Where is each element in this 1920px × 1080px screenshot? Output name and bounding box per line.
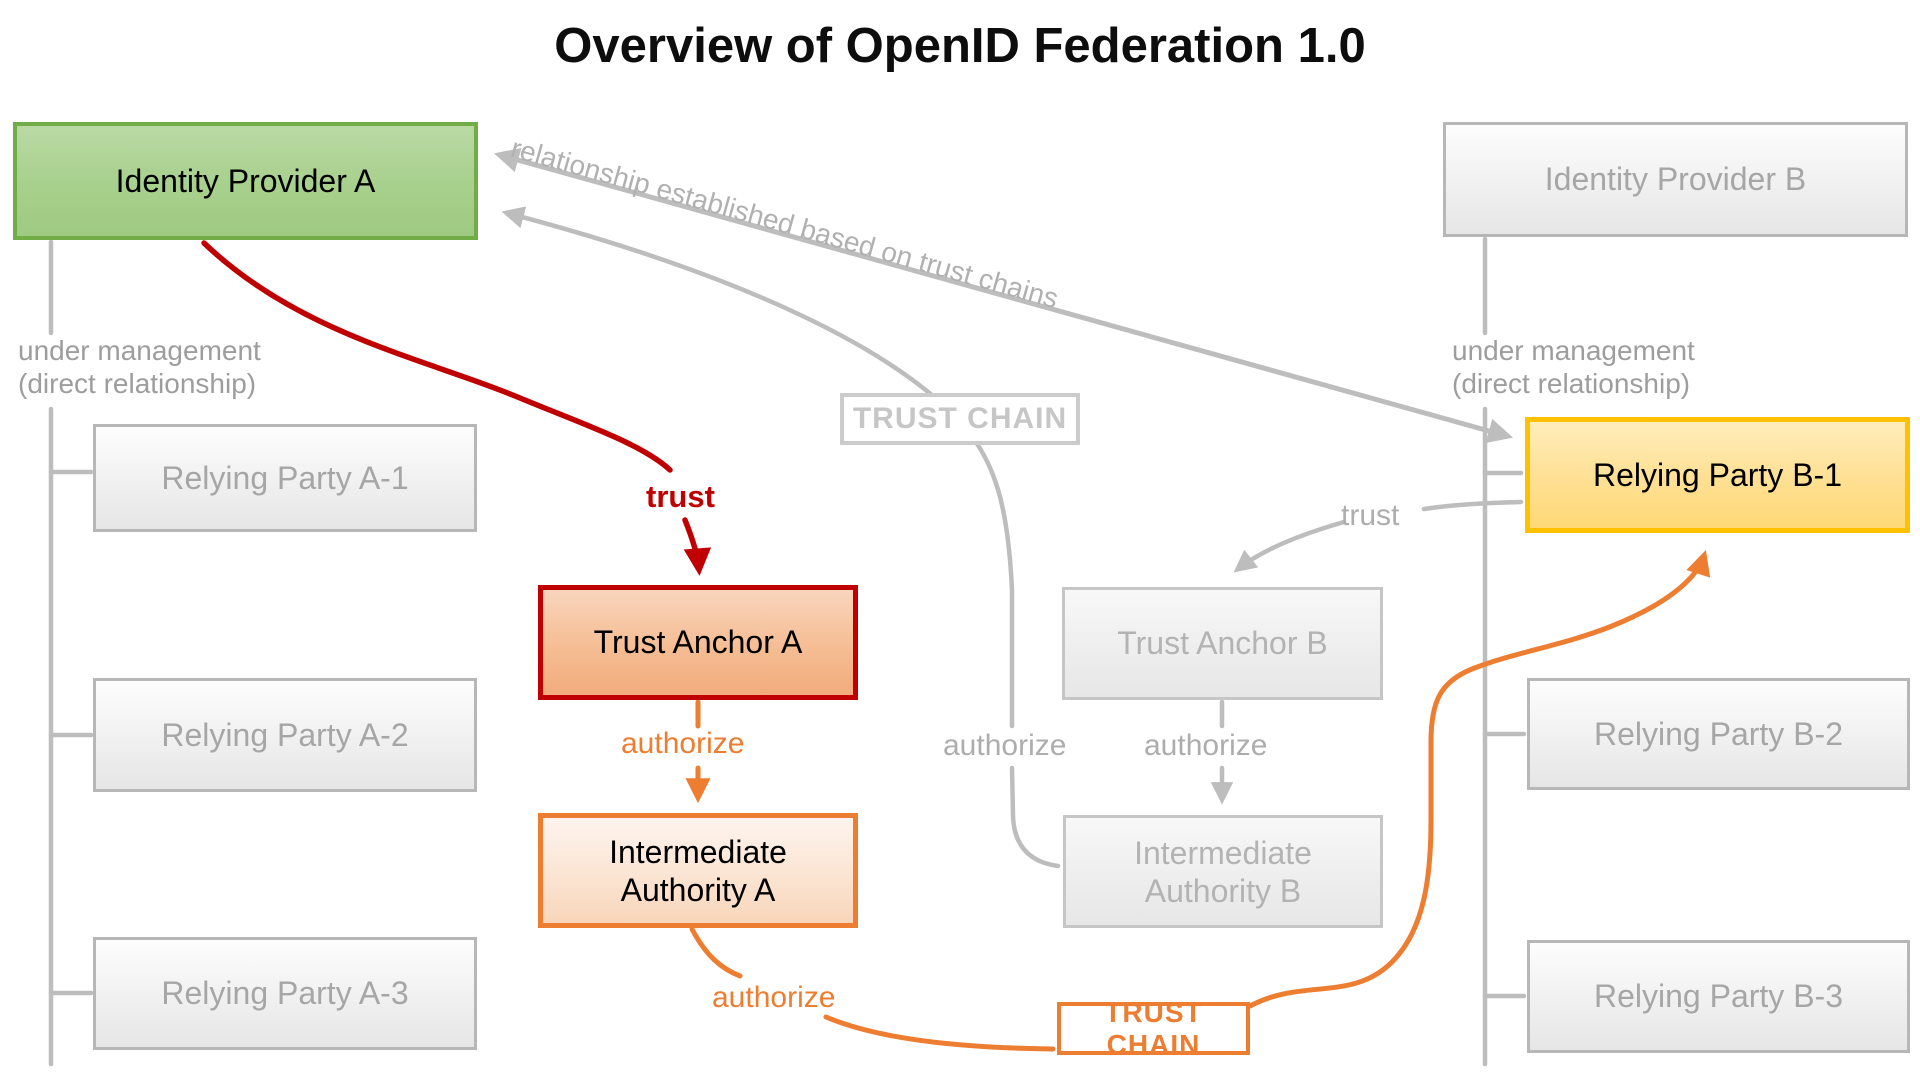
relying-party-a1-label: Relying Party A-1 <box>161 459 409 496</box>
management-note-a-line1: under management <box>18 335 261 366</box>
trust-a-curve <box>201 240 673 473</box>
trust-b-curve-arrow <box>1233 519 1347 573</box>
trust-chain-a-curve-2 <box>823 1014 1056 1052</box>
relying-party-b2-label: Relying Party B-2 <box>1594 715 1843 752</box>
identity-provider-b-box: Identity Provider B <box>1443 122 1908 237</box>
intermediate-authority-a-line2: Authority A <box>620 871 776 908</box>
management-note-a: under management (direct relationship) <box>18 334 261 400</box>
trust-anchor-a-label: Trust Anchor A <box>593 624 803 660</box>
management-note-b-line2: (direct relationship) <box>1452 368 1691 399</box>
relying-party-a2-label: Relying Party A-2 <box>161 716 409 753</box>
identity-provider-b-label: Identity Provider B <box>1544 161 1807 197</box>
trust-chain-badge-gray-label: TRUST CHAIN <box>852 402 1068 435</box>
relying-party-a3-label: Relying Party A-3 <box>161 975 409 1011</box>
trust-chain-b-lower-curve <box>1009 765 1061 869</box>
trust-chain-badge-orange-label: TRUST CHAIN <box>1104 996 1203 1060</box>
trust-a-arrow <box>682 517 712 576</box>
trust-anchor-b-box: Trust Anchor B <box>1062 587 1383 700</box>
relying-party-b3-label: Relying Party B-3 <box>1594 978 1843 1014</box>
trust-anchor-b-label: Trust Anchor B <box>1117 625 1328 661</box>
authorize-label-a2: authorize <box>712 981 836 1014</box>
intermediate-authority-b-box: Intermediate Authority B <box>1063 815 1383 928</box>
stubs-b-line <box>1482 470 1527 999</box>
management-note-b: under management (direct relationship) <box>1452 334 1695 400</box>
authorize-label-a1: authorize <box>621 727 745 760</box>
trust-b-curve-right <box>1421 499 1524 512</box>
trust-chain-badge-orange: TRUST CHAIN <box>1057 997 1250 1060</box>
trust-label-a: trust <box>646 479 715 514</box>
trust-chain-badge-gray: TRUST CHAIN <box>840 393 1080 445</box>
management-note-b-line1: under management <box>1452 335 1695 366</box>
trust-chain-a-curve-1 <box>689 926 743 979</box>
relying-party-b1-box: Relying Party B-1 <box>1525 417 1910 533</box>
identity-provider-a-label: Identity Provider A <box>115 162 376 199</box>
relying-party-b3-box: Relying Party B-3 <box>1527 940 1910 1053</box>
diagram-title: Overview of OpenID Federation 1.0 <box>554 19 1366 73</box>
intermediate-authority-b-line1: Intermediate <box>1134 834 1312 871</box>
relying-party-b1-label: Relying Party B-1 <box>1593 456 1842 493</box>
relationship-arrow <box>493 147 1514 444</box>
trust-anchor-a-box: Trust Anchor A <box>538 585 858 700</box>
stubs-a-line <box>48 469 94 996</box>
trust-chain-a-curve-3 <box>1247 550 1711 1009</box>
intermediate-authority-b-line2: Authority B <box>1144 872 1302 909</box>
intermediate-authority-a-line1: Intermediate <box>609 833 787 870</box>
relying-party-a3-box: Relying Party A-3 <box>93 937 477 1050</box>
relying-party-b2-box: Relying Party B-2 <box>1527 678 1910 790</box>
management-note-a-line2: (direct relationship) <box>18 368 257 399</box>
relying-party-a1-box: Relying Party A-1 <box>93 424 477 532</box>
identity-provider-a-box: Identity Provider A <box>13 122 478 240</box>
authorize-label-b2: authorize <box>1144 729 1268 762</box>
trust-label-b: trust <box>1341 499 1400 532</box>
relying-party-a2-box: Relying Party A-2 <box>93 678 477 792</box>
intermediate-authority-a-box: Intermediate Authority A <box>538 813 858 928</box>
authorize-label-b1: authorize <box>943 729 1067 762</box>
